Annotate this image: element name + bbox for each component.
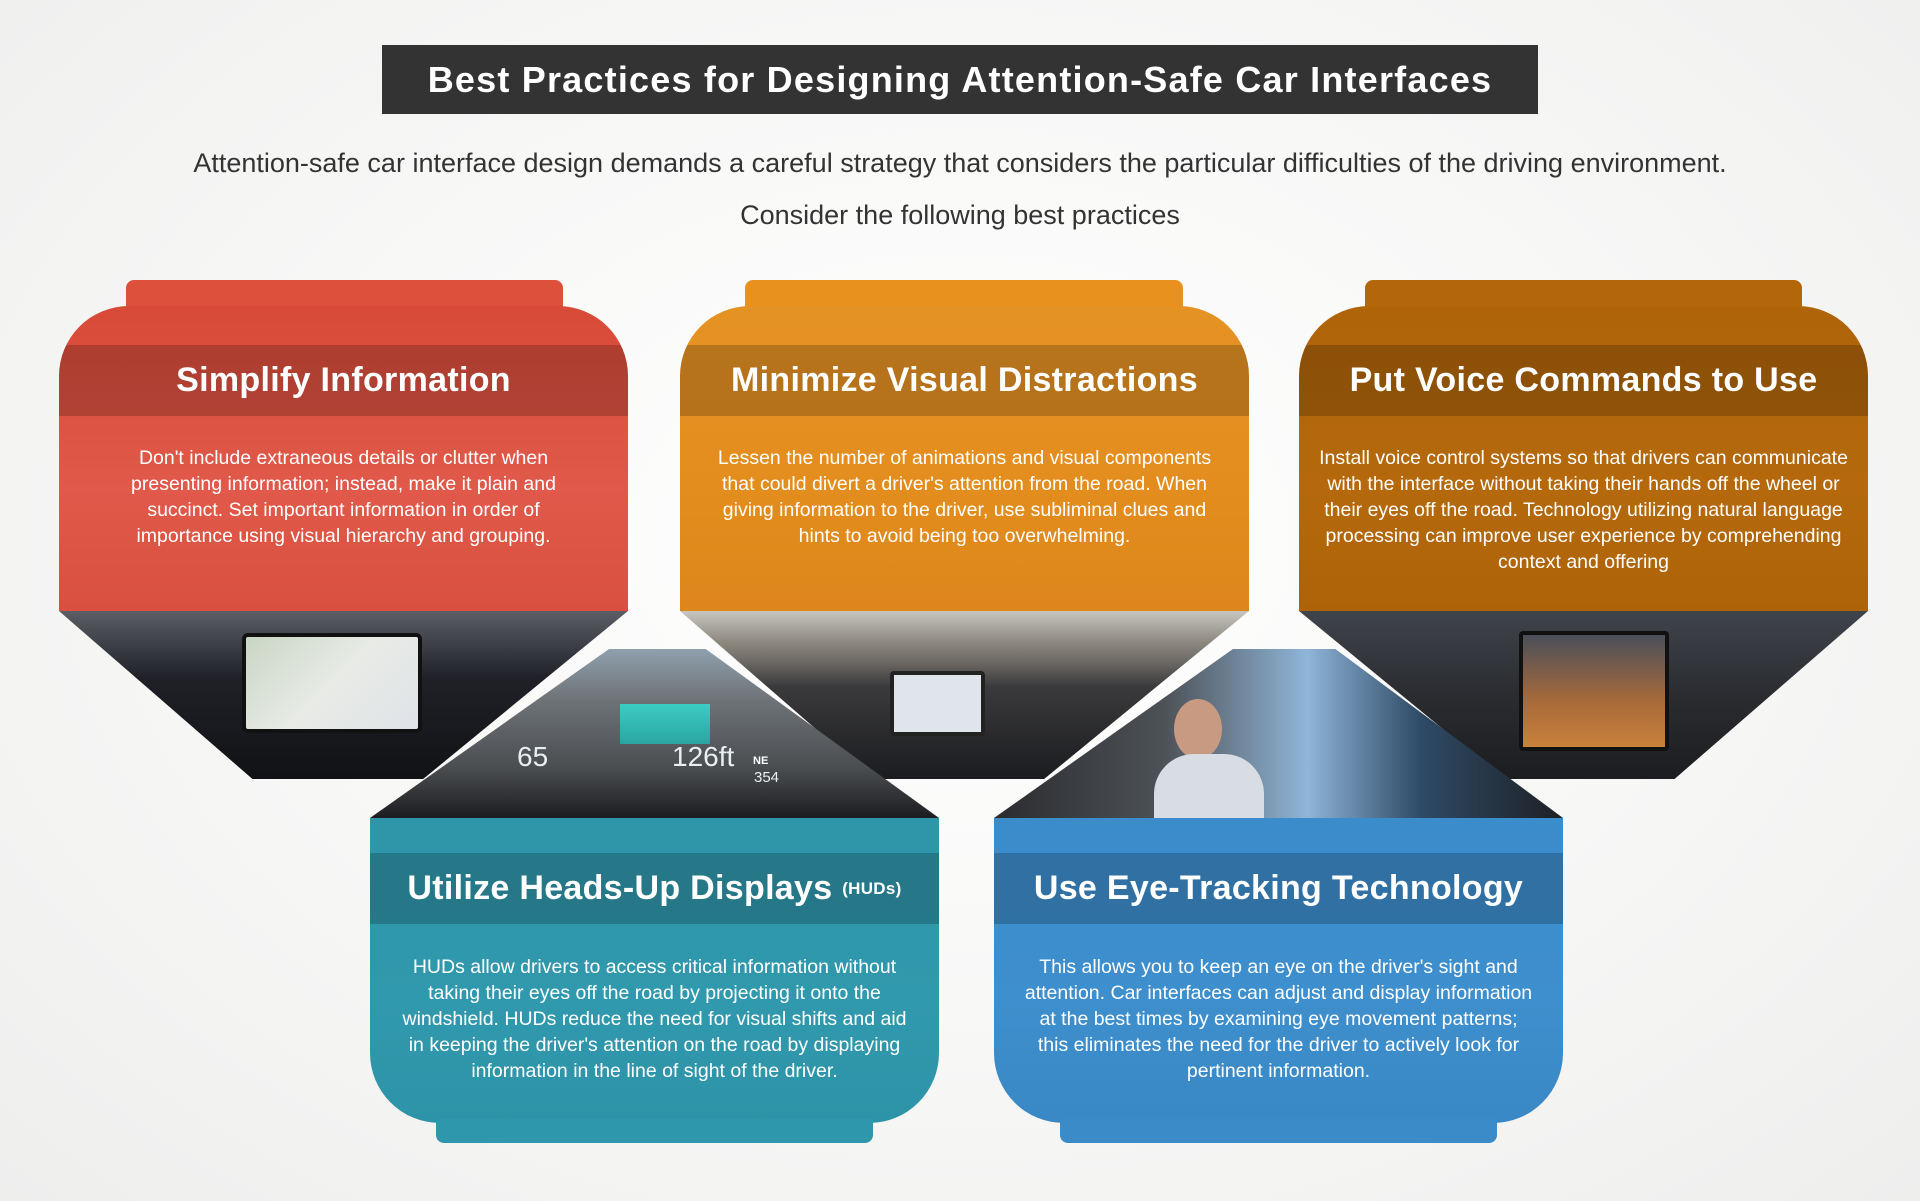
card-heading: Minimize Visual Distractions — [680, 345, 1249, 416]
card-text: HUDs allow drivers to access critical in… — [402, 956, 907, 1082]
page-title: Best Practices for Designing Attention-S… — [382, 45, 1538, 114]
intro-line-2: Consider the following best practices — [740, 200, 1180, 230]
card-text: This allows you to keep an eye on the dr… — [1024, 956, 1533, 1082]
card-heading: Simplify Information — [59, 345, 628, 416]
card-text: Install voice control systems so that dr… — [1319, 447, 1848, 573]
hud-distance: 126ft — [672, 741, 735, 772]
card-heading: Use Eye-Tracking Technology — [994, 853, 1563, 924]
card-text: Lessen the number of animations and visu… — [717, 447, 1212, 547]
hud-speed: 65 — [517, 741, 549, 772]
card-text: Don't include extraneous details or clut… — [131, 447, 556, 547]
hud-miles: 354 — [754, 769, 780, 786]
heading-suffix: (HUDs) — [842, 878, 902, 898]
card-heading: Put Voice Commands to Use — [1299, 345, 1868, 416]
hud-heading: NE — [753, 755, 769, 767]
intro-line-1: Attention-safe car interface design dema… — [193, 148, 1727, 178]
card-heading: Utilize Heads-Up Displays (HUDs) — [370, 853, 939, 924]
